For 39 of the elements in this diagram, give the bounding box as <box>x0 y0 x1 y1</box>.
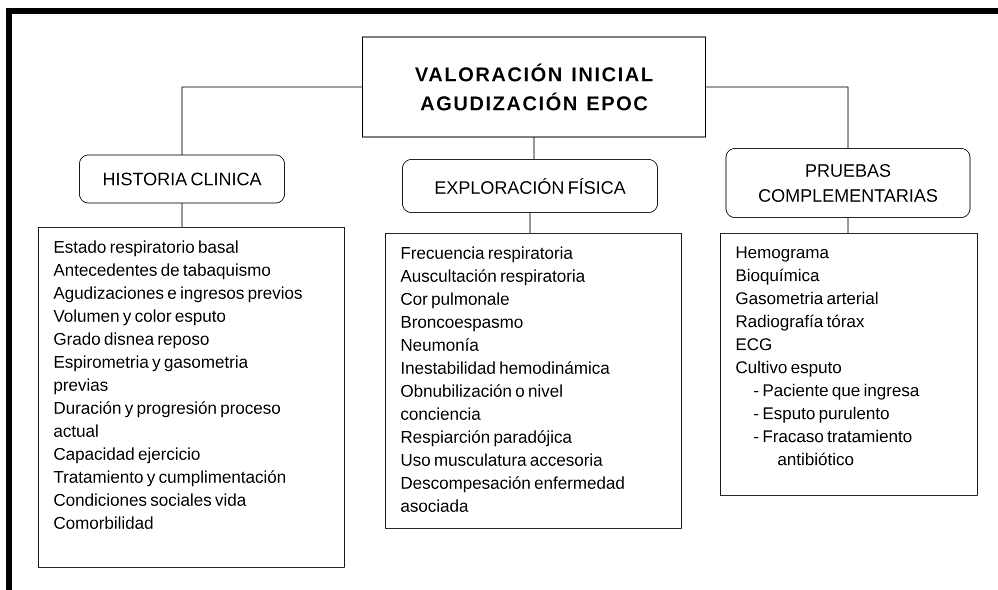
connector-line <box>706 86 848 148</box>
list-item: ECG <box>736 338 771 350</box>
list-item: Obnubilización o nivel conciencia <box>401 384 562 420</box>
list-item: Broncoespasmo <box>402 316 523 332</box>
list-item: Neumonía <box>402 338 479 351</box>
list-item: Espirometria y gasometria previas <box>54 355 248 394</box>
list-item: Estado respiratorio basal <box>54 240 238 256</box>
list-item: - Fracaso tratamiento antibiótico <box>754 430 912 466</box>
category-box: HISTORIA CLINICA <box>79 154 285 204</box>
list-item: Respiarción paradójica <box>402 430 572 446</box>
list-item: Duración y progresión proceso actual <box>54 401 280 437</box>
category-box: EXPLORACIÓN FÍSICA <box>402 159 658 213</box>
list-item: - Esputo purulento <box>754 406 889 423</box>
list-item: Auscultación respiratoria <box>400 269 586 286</box>
list-item: Cultivo esputo <box>736 360 841 377</box>
list-item: Descompesación enfermedad asociada <box>401 476 624 512</box>
list-box <box>720 233 978 496</box>
list-item: - Paciente que ingresa <box>754 384 920 400</box>
list-item: Tratamiento y cumplimentación <box>54 470 286 486</box>
list-item: Antecedentes de tabaquismo <box>53 263 270 280</box>
list-item: Cor pulmonale <box>401 292 509 308</box>
list-item: Comorbilidad <box>54 516 152 529</box>
list-item: Inestabilidad hemodinámica <box>402 361 610 374</box>
list-item: Agudizaciones e ingresos previos <box>53 286 302 302</box>
list-item: Volumen y color esputo <box>53 309 226 326</box>
title-box: VALORACIÓN INICIAL AGUDIZACIÓN EPOC <box>362 36 706 138</box>
category-box: PRUEBAS COMPLEMENTARIAS <box>726 148 970 218</box>
list-box <box>385 233 682 529</box>
list-item: Hemograma <box>736 246 829 262</box>
list-box <box>38 227 345 568</box>
list-item: Gasometria arterial <box>736 292 878 304</box>
list-item: Frecuencia respiratoria <box>402 246 573 262</box>
connector-line <box>182 86 362 155</box>
list-item: Condiciones sociales vida <box>54 493 246 506</box>
list-item: Radiografía tórax <box>736 314 864 331</box>
list-item: Grado disnea reposo <box>54 332 209 348</box>
list-item: Capacidad ejercicio <box>54 447 200 464</box>
list-item: Bioquímica <box>736 268 820 285</box>
list-item: Uso musculatura accesoria <box>402 453 603 466</box>
